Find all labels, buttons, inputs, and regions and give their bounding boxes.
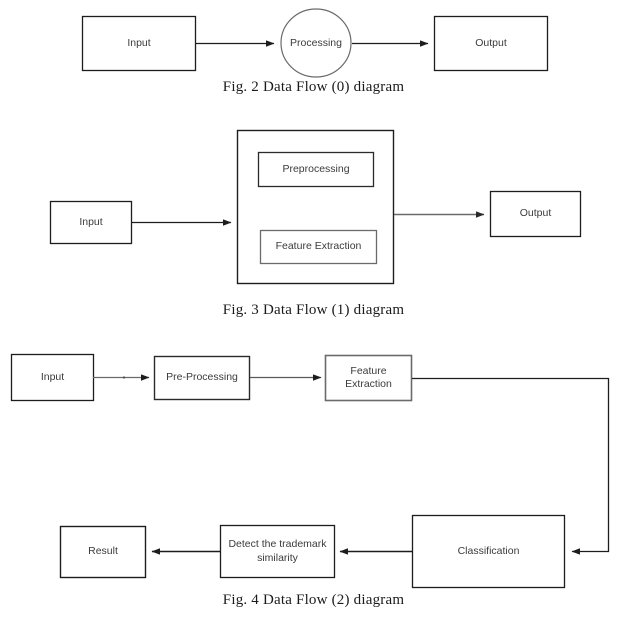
fig3-output-box <box>489 190 582 238</box>
fig3-feature-extraction-box <box>259 229 378 265</box>
fig4-result-box <box>59 525 147 579</box>
fig2-group <box>81 8 549 78</box>
fig3-input-box <box>49 200 133 245</box>
fig4-edge-feature-classification <box>412 377 610 555</box>
fig4-group <box>10 353 610 589</box>
fig3-preprocessing-box <box>257 151 375 188</box>
fig3-group <box>49 129 582 285</box>
fig2-output-box <box>433 15 549 72</box>
fig4-caption: Fig. 4 Data Flow (2) diagram <box>222 592 405 608</box>
fig4-input-box <box>10 353 95 402</box>
fig3-caption: Fig. 3 Data Flow (1) diagram <box>222 302 405 318</box>
fig2-processing-ellipse <box>280 8 352 78</box>
fig4-classification-box <box>411 514 566 589</box>
fig2-caption: Fig. 2 Data Flow (0) diagram <box>222 79 405 95</box>
fig2-input-box <box>81 15 197 72</box>
fig4-edge-midpoint-dot <box>122 376 126 379</box>
fig4-feature-extraction-box <box>324 354 413 402</box>
fig4-preprocessing-box <box>153 355 251 401</box>
fig4-detect-similarity-box <box>219 524 336 579</box>
